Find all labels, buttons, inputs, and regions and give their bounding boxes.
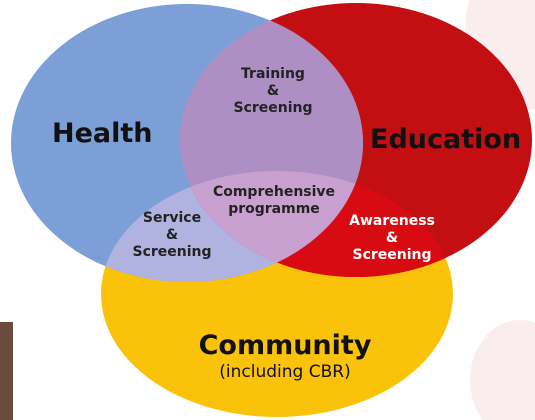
overlap-line: Awareness <box>349 213 435 229</box>
community-label: Community <box>198 330 372 361</box>
education-label: Education <box>370 124 522 155</box>
overlap-line: Screening <box>233 99 313 116</box>
overlap-line: programme <box>228 200 320 217</box>
health-label: Health <box>52 118 153 149</box>
comprehensive-programme-label: Comprehensive programme <box>204 184 344 218</box>
awareness-screening-label: Awareness & Screening <box>340 213 444 263</box>
overlap-line: Service <box>142 210 202 226</box>
overlap-line: & <box>266 82 280 99</box>
overlap-line: Screening <box>352 246 432 263</box>
training-screening-label: Training & Screening <box>228 66 318 116</box>
center-overlap <box>180 171 363 277</box>
overlap-line: Comprehensive <box>212 184 336 200</box>
background-swirl <box>470 320 535 420</box>
photo-fragment <box>0 322 13 420</box>
overlap-line: & <box>385 229 399 246</box>
overlap-line: & <box>165 226 179 243</box>
overlap-line: Training <box>241 66 305 82</box>
service-screening-label: Service & Screening <box>122 210 222 260</box>
community-sublabel: (including CBR) <box>219 362 351 383</box>
overlap-line: Screening <box>132 243 212 260</box>
community-label-group: Community (including CBR) <box>185 330 385 383</box>
